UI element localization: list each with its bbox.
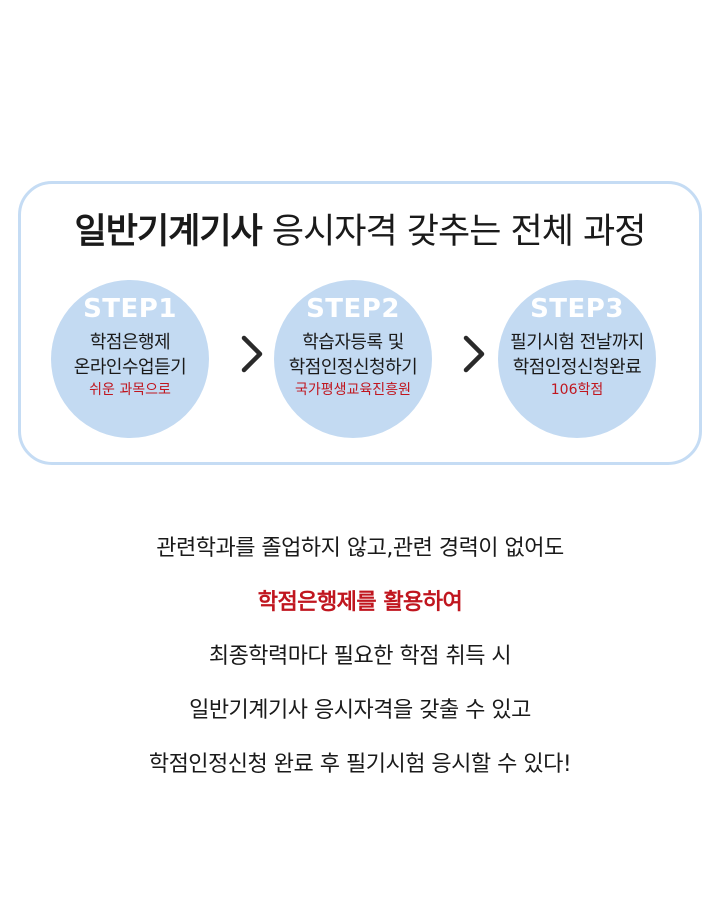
description-line-2-highlight: 학점은행제를 활용하여 — [257, 590, 463, 615]
step-1-circle: STEP1 학점은행제 온라인수업듣기 쉬운 과목으로 — [51, 280, 209, 438]
step-2-line-1: 학습자등록 및 — [302, 332, 404, 353]
step-3-line-1: 필기시험 전날까지 — [510, 332, 644, 353]
step-1-line-2: 온라인수업듣기 — [73, 357, 187, 378]
step-2-label: STEP2 — [306, 294, 400, 324]
step-1-note: 쉬운 과목으로 — [89, 382, 171, 398]
step-2-line-2: 학점인정신청하기 — [288, 357, 418, 378]
step-3-line-2: 학점인정신청완료 — [512, 357, 642, 378]
description-text: 관련학과를 졸업하지 않고,관련 경력이 없어도 학점은행제를 활용하여 최종학… — [0, 527, 720, 797]
description-line-1: 관련학과를 졸업하지 않고,관련 경력이 없어도 — [156, 536, 564, 561]
chevron-right-icon — [463, 335, 485, 373]
panel-title: 일반기계기사 응시자격 갖추는 전체 과정 — [21, 210, 699, 254]
description-line-5: 학점인정신청 완료 후 필기시험 응시할 수 있다! — [148, 752, 572, 777]
step-2-circle: STEP2 학습자등록 및 학점인정신청하기 국가평생교육진흥원 — [274, 280, 432, 438]
step-3-note: 106학점 — [550, 382, 604, 398]
step-3-label: STEP3 — [530, 294, 624, 324]
description-line-4: 일반기계기사 응시자격을 갖출 수 있고 — [189, 698, 531, 723]
description-line-3: 최종학력마다 필요한 학점 취득 시 — [208, 644, 512, 669]
step-2-note: 국가평생교육진흥원 — [295, 382, 411, 398]
step-1-label: STEP1 — [83, 294, 177, 324]
panel-title-light: 응시자격 갖추는 전체 과정 — [261, 212, 647, 252]
panel-title-strong: 일반기계기사 — [74, 212, 263, 252]
chevron-right-icon — [241, 335, 263, 373]
step-3-circle: STEP3 필기시험 전날까지 학점인정신청완료 106학점 — [498, 280, 656, 438]
process-panel: 일반기계기사 응시자격 갖추는 전체 과정 STEP1 학점은행제 온라인수업듣… — [18, 181, 702, 465]
step-1-line-1: 학점은행제 — [89, 332, 171, 353]
